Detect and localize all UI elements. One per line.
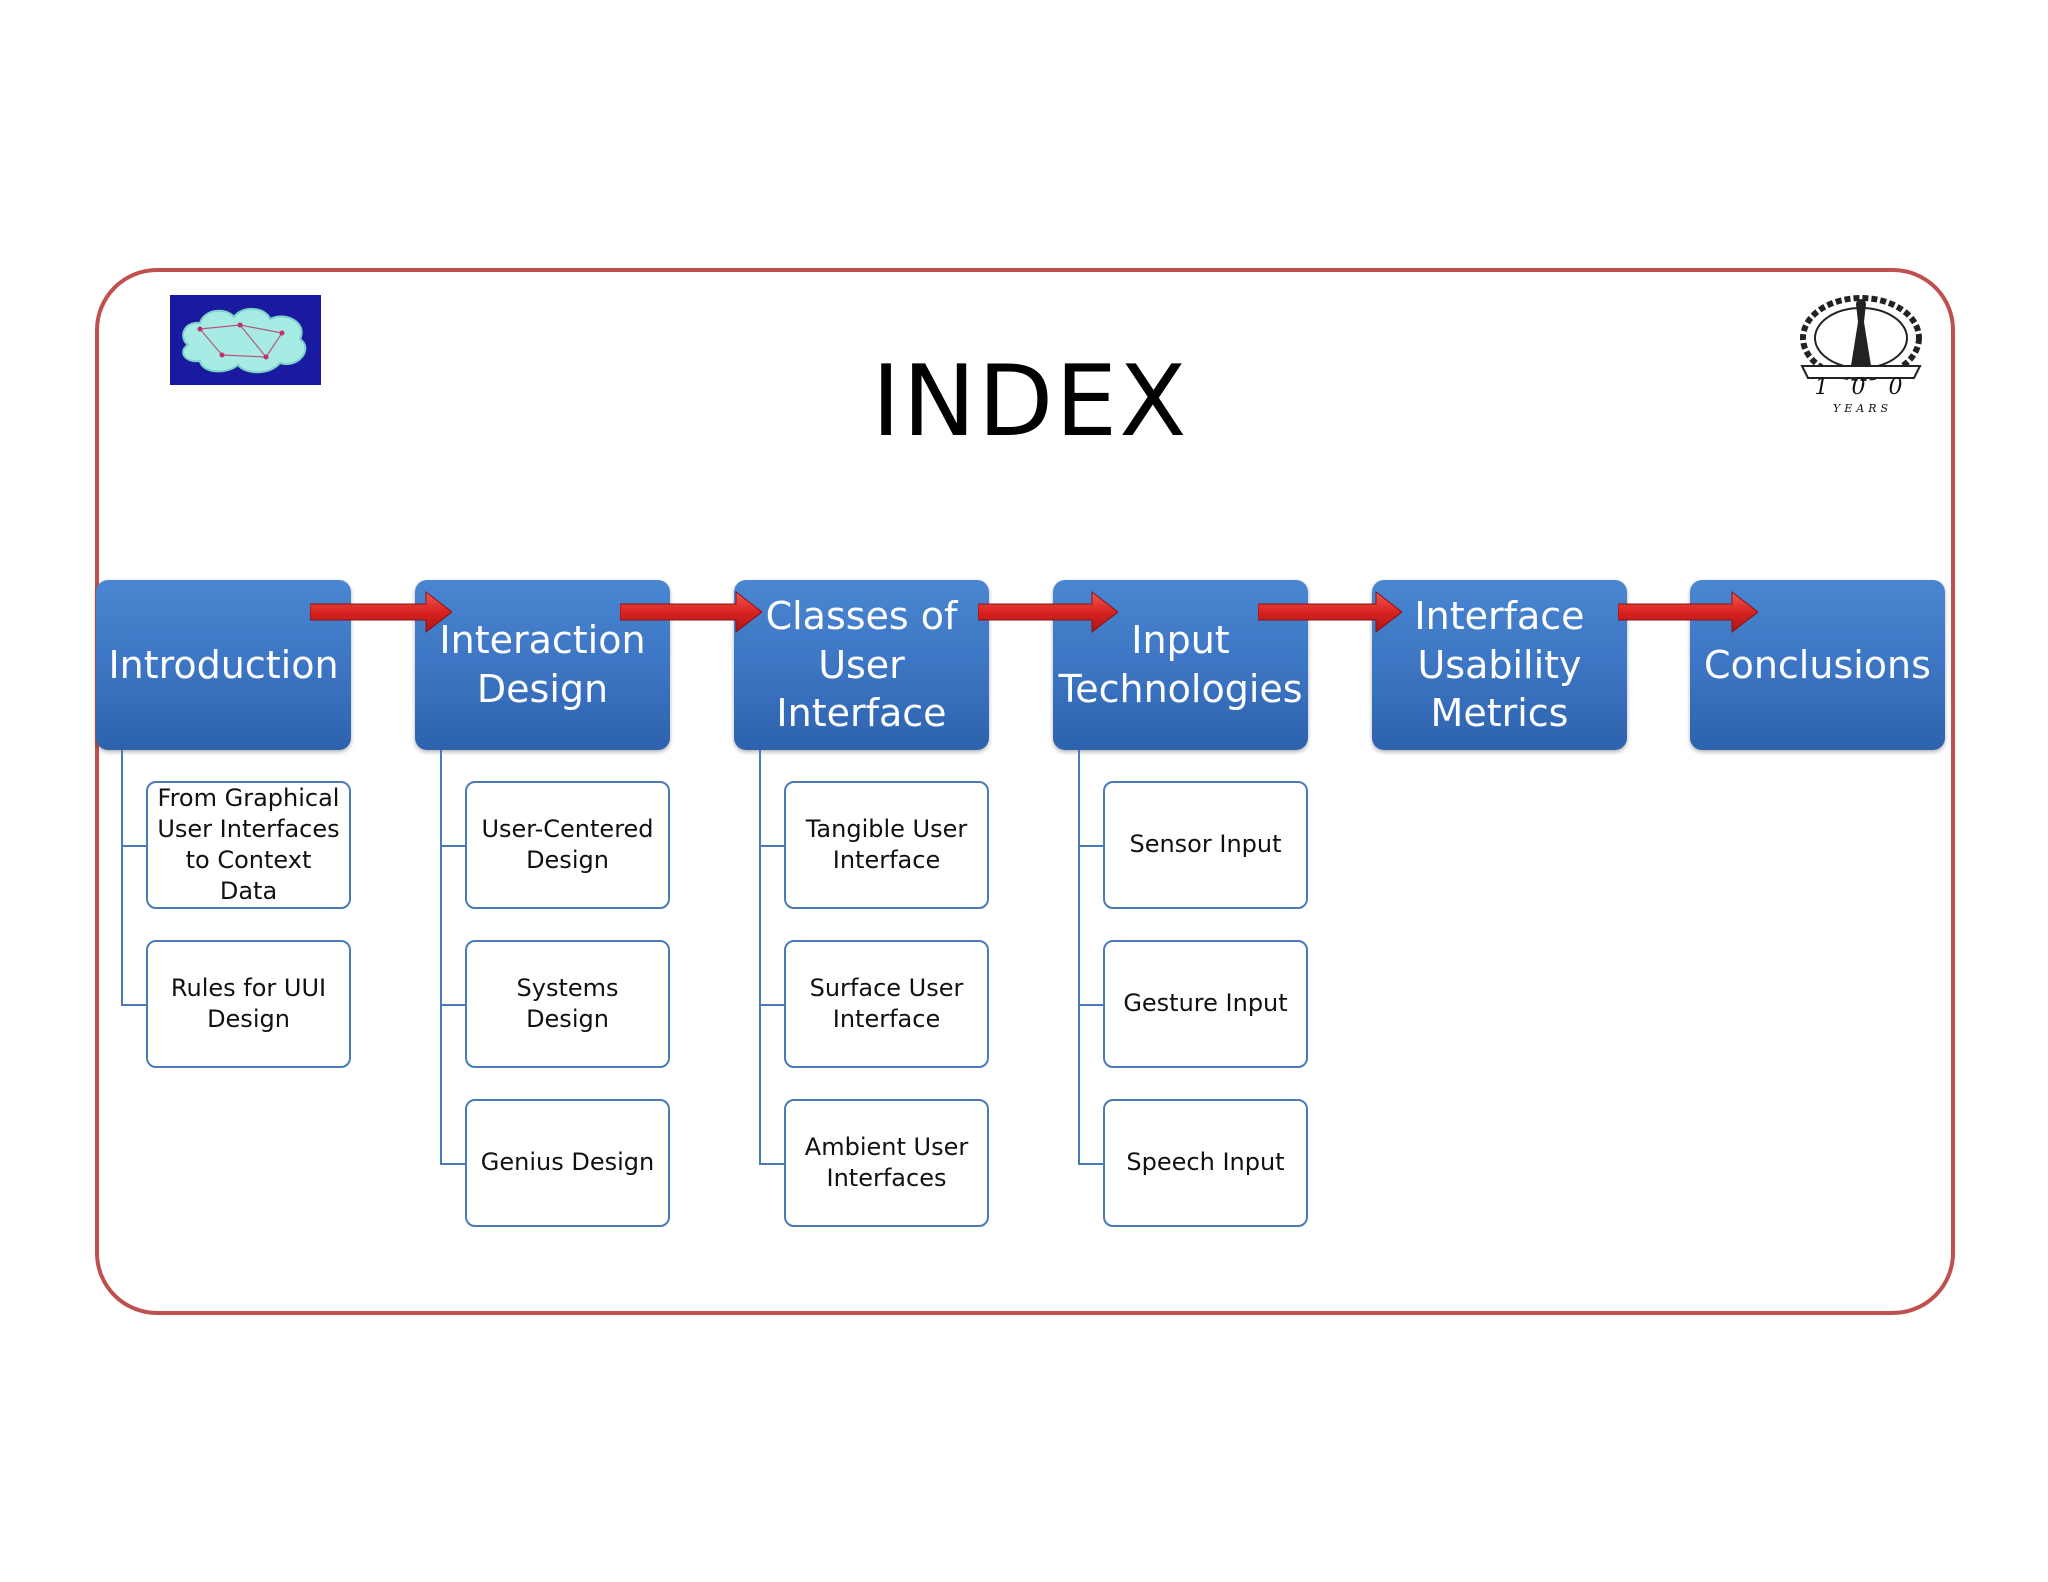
connector-branch (1078, 1004, 1103, 1006)
subtopic-genius-design[interactable]: Genius Design (465, 1099, 670, 1227)
subtopic-surface-user-interface[interactable]: Surface User Interface (784, 940, 989, 1068)
connector-branch (121, 1004, 146, 1006)
centenary-years-label: YEARS (1832, 402, 1893, 415)
connector-line (440, 750, 442, 1163)
page-title: INDEX (871, 345, 1189, 459)
subtopic-user-centered-design[interactable]: User-Centered Design (465, 781, 670, 909)
subtopic-from-graphical-user-interfaces-to-context-data[interactable]: From Graphical User Interfaces to Contex… (146, 781, 351, 909)
pet-unit-logo (170, 295, 321, 385)
connector-line (759, 750, 761, 1163)
connector-branch (121, 845, 146, 847)
subtopic-speech-input[interactable]: Speech Input (1103, 1099, 1308, 1227)
flow-arrow-icon (310, 590, 452, 634)
subtopic-rules-for-uui-design[interactable]: Rules for UUI Design (146, 940, 351, 1068)
flow-arrow-icon (1258, 590, 1402, 634)
subtopic-tangible-user-interface[interactable]: Tangible User Interface (784, 781, 989, 909)
centenary-number: 1 0 0 (1814, 375, 1911, 400)
flow-arrow-icon (978, 590, 1118, 634)
slide-frame (95, 268, 1955, 1315)
flow-arrow-icon (1618, 590, 1758, 634)
connector-branch (440, 1163, 465, 1165)
flow-arrow-icon (620, 590, 762, 634)
connector-line (121, 750, 123, 1004)
category-classes-of-user-interface[interactable]: Classes of User Interface (734, 580, 989, 750)
connector-branch (759, 845, 784, 847)
connector-branch (440, 1004, 465, 1006)
pet-unit-logo-graphic (170, 295, 321, 385)
subtopic-ambient-user-interfaces[interactable]: Ambient User Interfaces (784, 1099, 989, 1227)
connector-branch (1078, 1163, 1103, 1165)
subtopic-systems-design[interactable]: Systems Design (465, 940, 670, 1068)
iisc-centenary-logo (1792, 292, 1930, 418)
connector-branch (759, 1004, 784, 1006)
category-introduction[interactable]: Introduction (96, 580, 351, 750)
subtopic-gesture-input[interactable]: Gesture Input (1103, 940, 1308, 1068)
connector-branch (440, 845, 465, 847)
connector-branch (759, 1163, 784, 1165)
subtopic-sensor-input[interactable]: Sensor Input (1103, 781, 1308, 909)
category-interface-usability-metrics[interactable]: Interface Usability Metrics (1372, 580, 1627, 750)
iisc-centenary-logo-graphic (1800, 295, 1922, 381)
connector-branch (1078, 845, 1103, 847)
connector-line (1078, 750, 1080, 1163)
